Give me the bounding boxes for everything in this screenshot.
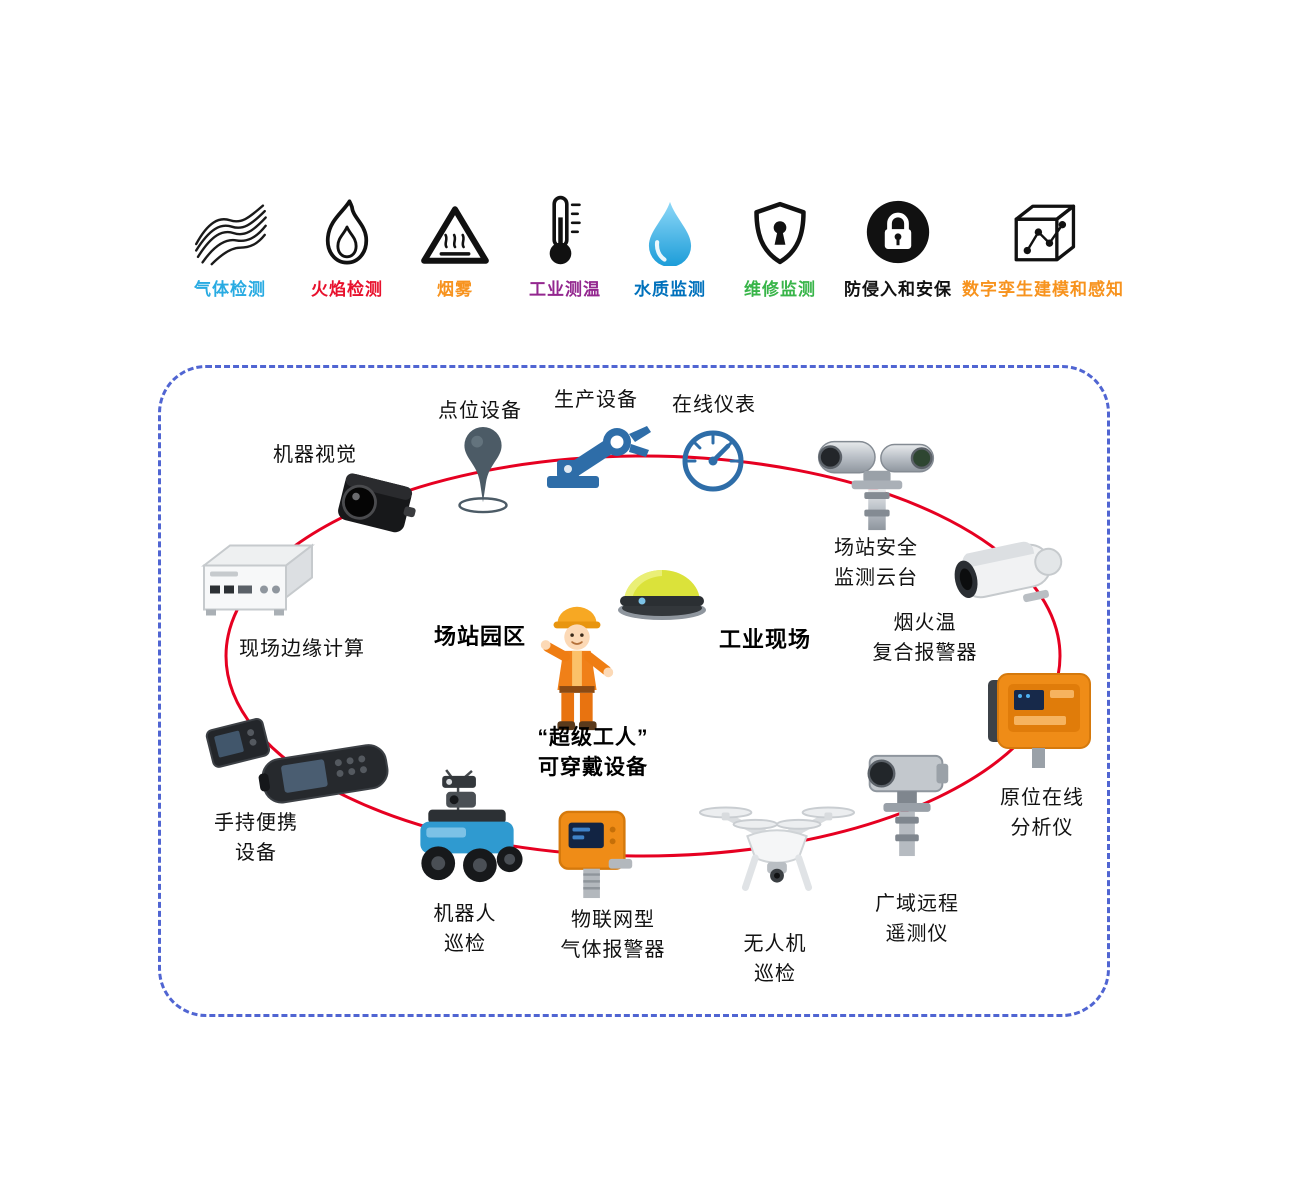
handheld-devices	[198, 712, 398, 807]
production-robot-arm-device	[545, 420, 655, 492]
label-handheld-portable: 手持便携 设备	[214, 812, 298, 864]
smoke-warning-icon	[419, 192, 491, 266]
inspection-robot-device	[402, 768, 532, 893]
label-station-security-ptz: 场站安全 监测云台	[834, 537, 918, 589]
smart-helmet-device	[612, 552, 712, 624]
label-online-instrument: 在线仪表	[672, 394, 756, 416]
legend-item-industrial-temp: 工业测温	[529, 192, 601, 300]
legend-item-smoke: 烟雾	[419, 192, 491, 300]
flame-icon	[318, 192, 376, 266]
legend-label-flame-detection: 火焰检测	[311, 280, 383, 299]
point-location-pin-device	[452, 425, 514, 515]
telemetry-camera-device	[855, 748, 960, 858]
label-insitu-online-analyzer: 原位在线 分析仪	[1000, 787, 1084, 839]
legend-item-digital-twin: 数字孪生建模和感知	[962, 192, 1124, 300]
label-field-edge-computing: 现场边缘计算	[239, 638, 365, 660]
super-worker-illustration	[527, 598, 627, 733]
padlock-circle-icon	[864, 192, 932, 266]
legend-label-anti-intrusion: 防侵入和安保	[844, 280, 952, 299]
drone-device	[698, 792, 856, 904]
label-smoke-fire-temp-alarm: 烟火温 复合报警器	[872, 612, 978, 664]
label-production-equipment: 生产设备	[554, 389, 638, 411]
legend-item-water-quality: 水质监测	[634, 192, 706, 300]
digital-twin-cube-icon	[1007, 192, 1079, 266]
label-station-campus: 场站园区	[433, 624, 527, 649]
water-drop-icon	[644, 192, 696, 266]
label-super-worker-wearable: “超级工人” 可穿戴设备	[537, 726, 649, 779]
gas-waves-icon	[193, 192, 267, 266]
edge-computing-box-device	[192, 532, 317, 627]
legend-label-digital-twin: 数字孪生建模和感知	[962, 280, 1124, 299]
legend-item-flame-detection: 火焰检测	[311, 192, 383, 300]
machine-vision-camera-device	[325, 462, 420, 547]
label-iot-gas-alarm: 物联网型 气体报警器	[560, 909, 666, 961]
legend-item-gas-detection: 气体检测	[193, 192, 267, 300]
legend-label-smoke: 烟雾	[437, 280, 473, 299]
iot-gas-detector-device	[553, 808, 638, 900]
label-industrial-site: 工业现场	[718, 627, 812, 652]
thermometer-icon	[545, 192, 585, 266]
shield-keyhole-icon	[752, 192, 808, 266]
label-point-device: 点位设备	[438, 400, 522, 422]
label-drone-inspection: 无人机 巡检	[743, 933, 807, 985]
legend-item-maintenance: 维修监测	[744, 192, 816, 300]
legend-label-industrial-temp: 工业测温	[529, 280, 601, 299]
legend-item-anti-intrusion: 防侵入和安保	[844, 192, 952, 300]
dashed-boundary-panel	[158, 365, 1110, 1017]
legend-label-water-quality: 水质监测	[634, 280, 706, 299]
label-machine-vision: 机器视觉	[273, 444, 357, 466]
label-robot-inspection: 机器人 巡检	[433, 903, 497, 955]
online-gauge-device	[680, 428, 746, 494]
legend-label-maintenance: 维修监测	[744, 280, 816, 299]
station-ptz-camera-device	[812, 428, 940, 533]
legend-label-gas-detection: 气体检测	[194, 280, 266, 299]
insitu-analyzer-device	[982, 668, 1097, 768]
smoke-fire-temp-camera-device	[945, 520, 1065, 612]
label-wide-area-telemetry: 广域远程 遥测仪	[875, 893, 959, 945]
